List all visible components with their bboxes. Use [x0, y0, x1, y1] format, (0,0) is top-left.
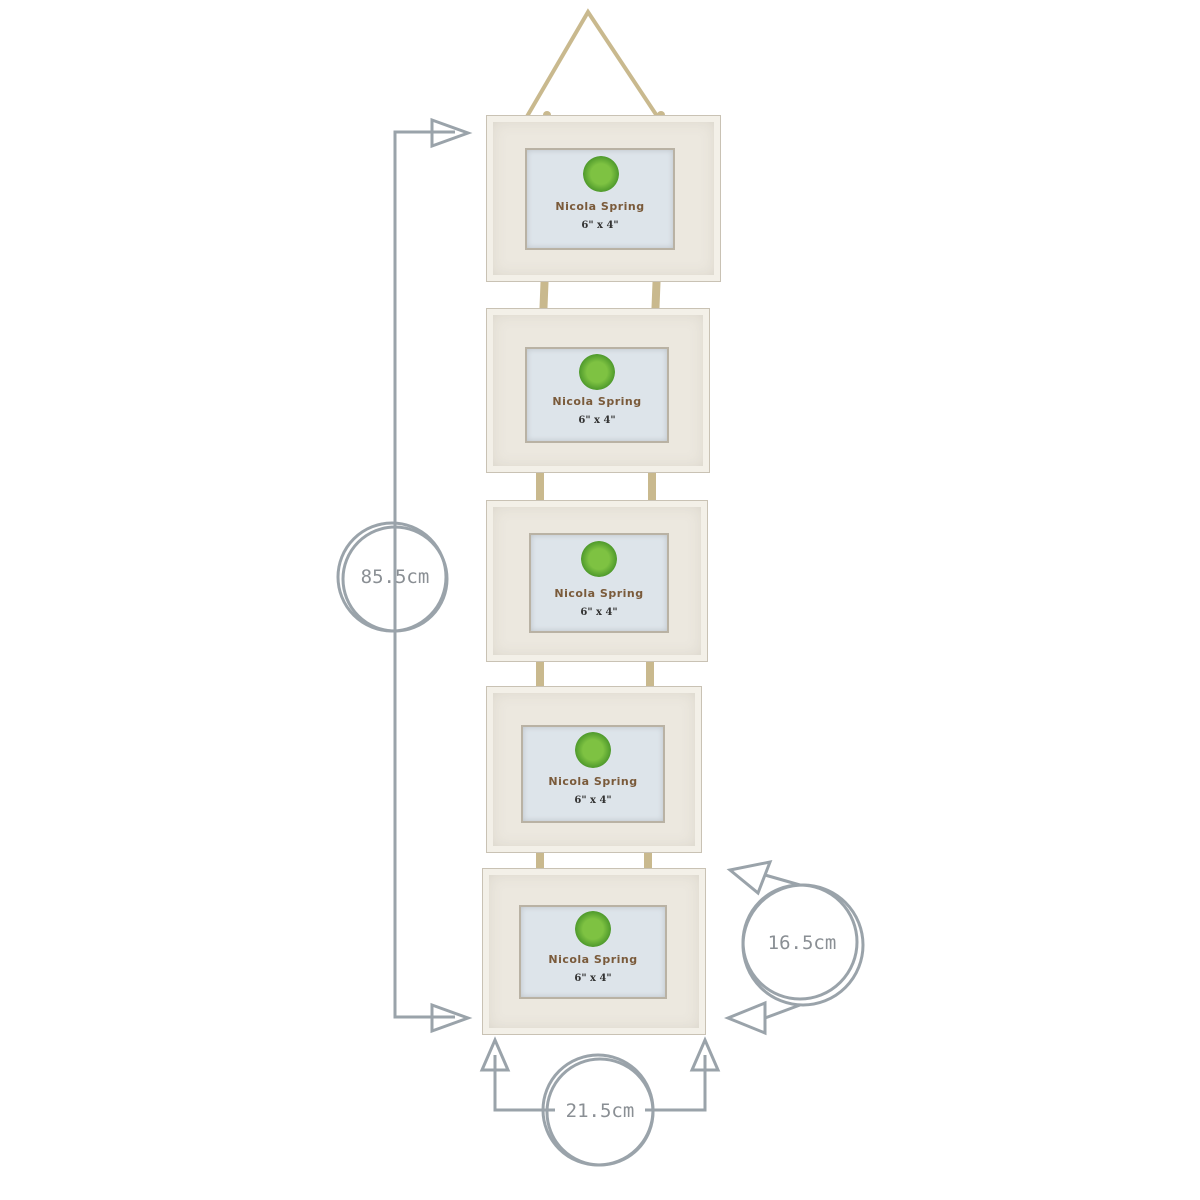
- brand-label: Nicola Spring: [555, 200, 645, 213]
- brand-label: Nicola Spring: [552, 395, 642, 408]
- height-arrow: [336, 117, 473, 1034]
- tree-logo-icon: [575, 911, 611, 947]
- photo-frame-1: Nicola Spring 6" x 4": [486, 115, 721, 282]
- photo-frame-3: Nicola Spring 6" x 4": [486, 500, 708, 662]
- brand-label: Nicola Spring: [554, 587, 644, 600]
- tree-logo-icon: [579, 354, 615, 390]
- size-label: 6" x 4": [581, 220, 619, 231]
- photo-frame-2: Nicola Spring 6" x 4": [486, 308, 710, 473]
- photo-insert: Nicola Spring 6" x 4": [519, 905, 667, 999]
- depth-label: 16.5cm: [767, 932, 837, 954]
- tree-logo-icon: [575, 732, 611, 768]
- size-label: 6" x 4": [574, 795, 612, 806]
- size-label: 6" x 4": [580, 607, 618, 618]
- width-label: 21.5cm: [565, 1100, 635, 1122]
- photo-insert: Nicola Spring 6" x 4": [521, 725, 665, 823]
- tree-logo-icon: [583, 156, 619, 192]
- tree-logo-icon: [581, 541, 617, 577]
- height-label: 85.5cm: [360, 566, 430, 588]
- brand-label: Nicola Spring: [548, 775, 638, 788]
- size-label: 6" x 4": [574, 973, 612, 984]
- hanging-rope: [520, 8, 665, 127]
- depth-arrow: [724, 859, 865, 1036]
- width-arrow: [479, 1036, 721, 1167]
- size-label: 6" x 4": [578, 415, 616, 426]
- photo-insert: Nicola Spring 6" x 4": [529, 533, 669, 633]
- brand-label: Nicola Spring: [548, 953, 638, 966]
- photo-frame-5: Nicola Spring 6" x 4": [482, 868, 706, 1035]
- photo-frame-4: Nicola Spring 6" x 4": [486, 686, 702, 853]
- photo-insert: Nicola Spring 6" x 4": [525, 347, 669, 443]
- photo-insert: Nicola Spring 6" x 4": [525, 148, 675, 250]
